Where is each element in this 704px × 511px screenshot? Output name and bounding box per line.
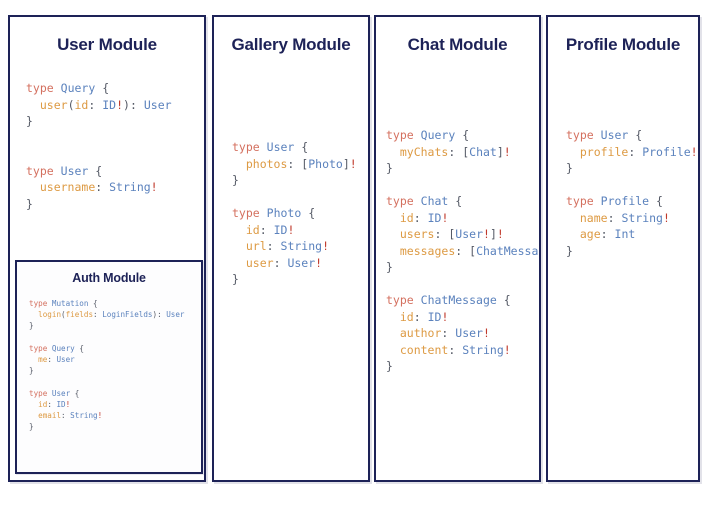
module-title-profile: Profile Module — [565, 35, 681, 54]
schema-code-gallery: type User { photos: [Photo]! } type Phot… — [232, 140, 357, 287]
schema-code-user: type Query { user(id: ID!): User } type … — [26, 81, 172, 211]
schema-code-auth: type Mutation { login(fields: LoginField… — [29, 299, 185, 432]
module-title-user: User Module — [57, 35, 157, 54]
module-title-chat: Chat Module — [407, 35, 508, 54]
schema-code-profile: type User { profile: Profile! } type Pro… — [566, 128, 698, 258]
module-card-profile[interactable]: Profile Module type User { profile: Prof… — [546, 15, 700, 482]
module-card-gallery[interactable]: Gallery Module type User { photos: [Phot… — [212, 15, 370, 482]
module-title-gallery: Gallery Module — [231, 35, 351, 54]
module-card-chat[interactable]: Chat Module type Query { myChats: [Chat]… — [374, 15, 541, 482]
module-card-auth[interactable]: Auth Module type Mutation { login(fields… — [15, 260, 203, 474]
schema-code-chat: type Query { myChats: [Chat]! } type Cha… — [386, 128, 539, 374]
module-title-auth: Auth Module — [72, 271, 146, 285]
module-card-user[interactable]: User Module type Query { user(id: ID!): … — [8, 15, 206, 482]
